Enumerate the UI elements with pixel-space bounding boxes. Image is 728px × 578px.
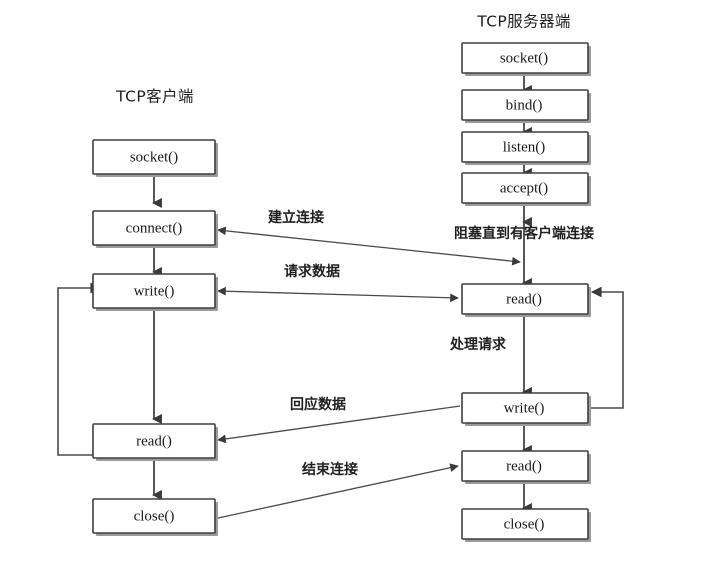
link-close-connection xyxy=(217,463,459,519)
client-node-socket[interactable]: socket() xyxy=(92,139,218,177)
client-node-socket-label: socket() xyxy=(130,149,178,165)
server-column-title: TCP服务器端 xyxy=(476,13,571,31)
server-node-write[interactable]: write() xyxy=(461,392,591,426)
edge-label-handle-request: 处理请求 xyxy=(449,336,507,353)
server-node-read-first-label: read() xyxy=(506,291,542,307)
server-node-socket-label: socket() xyxy=(500,50,548,66)
client-node-close[interactable]: close() xyxy=(92,498,218,536)
server-node-socket[interactable]: socket() xyxy=(461,42,591,76)
server-node-listen[interactable]: listen() xyxy=(461,131,591,165)
link-response-data xyxy=(217,405,461,444)
server-node-accept-label: accept() xyxy=(500,180,548,196)
edge-label-close-connection: 结束连接 xyxy=(302,461,358,478)
server-node-close[interactable]: close() xyxy=(461,508,591,542)
server-node-read-second[interactable]: read() xyxy=(461,450,591,484)
client-node-write[interactable]: write() xyxy=(92,273,218,311)
link-request-data xyxy=(217,286,459,303)
client-node-connect-label: connect() xyxy=(126,220,183,236)
server-node-bind-label: bind() xyxy=(506,97,543,113)
server-node-close-label: close() xyxy=(504,516,545,532)
client-node-read[interactable]: read() xyxy=(92,423,218,461)
server-node-read-first[interactable]: read() xyxy=(461,283,591,317)
edge-label-blocking: 阻塞直到有客户端连接 xyxy=(454,225,594,242)
client-node-read-label: read() xyxy=(136,433,172,449)
client-column-title: TCP客户端 xyxy=(115,88,194,106)
edge-label-response-data: 回应数据 xyxy=(290,396,346,413)
server-node-accept[interactable]: accept() xyxy=(461,172,591,206)
client-node-write-label: write() xyxy=(134,283,175,299)
client-node-close-label: close() xyxy=(134,508,175,524)
loop-server-write-to-read xyxy=(587,286,624,409)
client-node-connect[interactable]: connect() xyxy=(92,210,218,248)
edge-label-request-data: 请求数据 xyxy=(284,263,340,280)
link-establish-connection xyxy=(217,226,521,266)
edge-label-establish-connection: 建立连接 xyxy=(268,209,324,226)
server-node-read-second-label: read() xyxy=(506,458,542,474)
server-node-listen-label: listen() xyxy=(503,139,546,155)
server-node-write-label: write() xyxy=(504,400,545,416)
loop-client-read-to-write xyxy=(57,282,102,456)
server-node-bind[interactable]: bind() xyxy=(461,89,591,123)
